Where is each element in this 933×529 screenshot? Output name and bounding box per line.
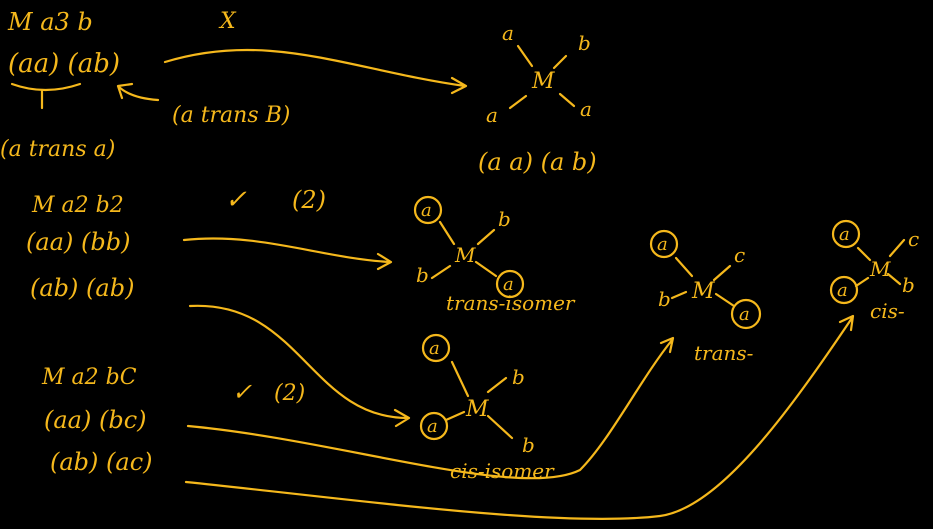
caption-cis-isomer: cis-isomer <box>450 459 555 483</box>
arrow-to-structure-1 <box>163 48 468 95</box>
arrow-to-trans <box>182 237 393 271</box>
ligand-left: a <box>427 416 438 437</box>
arrow-to-cis-abc <box>184 314 855 520</box>
mark-cross: X <box>218 9 237 34</box>
note-a-trans-b: (a trans B) <box>172 103 290 128</box>
count-2b: (2) <box>274 381 305 406</box>
brace-aa <box>10 82 82 92</box>
bonds <box>854 238 906 288</box>
metal-center: M <box>869 257 891 281</box>
ring-left <box>829 275 859 305</box>
ligand-top: a <box>502 21 514 45</box>
pairs-ab-ab: (ab) (ab) <box>30 274 134 302</box>
pairs-aa-bb: (aa) (bb) <box>26 228 130 256</box>
caption-trans-isomer: trans-isomer <box>446 291 576 315</box>
caption-cis: cis- <box>870 299 905 323</box>
metal-center: M <box>465 397 489 422</box>
ligand-right: c <box>908 227 919 251</box>
structure-cis-isomer: a b M a b cis-isomer <box>419 333 555 483</box>
structure-ma3b: a b M a a (a a) (a b) <box>478 21 597 176</box>
formula-ma2b2: M a2 b2 <box>31 193 124 218</box>
ligand-bottom-right: a <box>739 304 750 325</box>
structure-cis-abc: a c M a b cis- <box>829 219 919 323</box>
ligand-right: c <box>734 243 745 267</box>
pairs-aa-ab: (aa) (ab) <box>8 49 120 79</box>
pairs-ab-ac: (ab) (ac) <box>50 448 153 476</box>
bonds <box>430 220 498 280</box>
ligand-bottom-right: a <box>503 274 514 295</box>
ring-bottom <box>730 298 762 330</box>
metal-center: M <box>454 243 476 267</box>
arrow-to-trans-abc <box>186 336 675 480</box>
ligand-bottom-right: b <box>522 433 535 457</box>
mark-check-2: ✓ <box>225 185 247 215</box>
ring-left <box>419 411 449 441</box>
ligand-top: a <box>421 200 432 221</box>
formula-ma3b: M a3 b <box>7 8 93 36</box>
ligand-left: a <box>837 280 848 301</box>
pairs-aa-bc: (aa) (bc) <box>44 406 147 434</box>
ligand-right: b <box>498 207 511 231</box>
structure-trans-isomer: a b M b a trans-isomer <box>413 195 576 315</box>
ligand-left: b <box>658 287 671 311</box>
ligand-top: a <box>839 224 850 245</box>
count-2: (2) <box>292 186 326 214</box>
metal-center: M <box>691 279 715 304</box>
ligand-right: b <box>578 31 591 55</box>
ring-top <box>421 333 451 363</box>
caption-trans: trans- <box>694 341 754 365</box>
mark-check-3: ✓ <box>232 378 252 406</box>
ring-top <box>413 195 443 225</box>
metal-center: M <box>531 69 555 94</box>
arrow-to-cis <box>188 304 411 428</box>
structure-trans-abc: a c M b a trans- <box>649 229 762 365</box>
ligand-top: a <box>429 338 440 359</box>
formula-ma2bc: M a2 bC <box>41 365 137 390</box>
ligand-left: a <box>486 103 498 127</box>
ligand-left: b <box>416 263 429 287</box>
bonds <box>670 256 736 308</box>
ligand-right: b <box>512 365 525 389</box>
caption-aa-ab: (a a) (a b) <box>478 148 597 176</box>
note-a-trans-a: (a trans a) <box>0 137 115 162</box>
ligand-bottom-right: b <box>902 273 915 297</box>
arrow-to-ab <box>116 82 160 102</box>
ligand-top: a <box>657 234 668 255</box>
ligand-bottom-right: a <box>580 97 592 121</box>
bonds <box>508 44 576 110</box>
ring-bottom <box>495 269 525 299</box>
bonds <box>444 360 514 440</box>
ring-top <box>831 219 861 249</box>
ring-top <box>649 229 679 259</box>
